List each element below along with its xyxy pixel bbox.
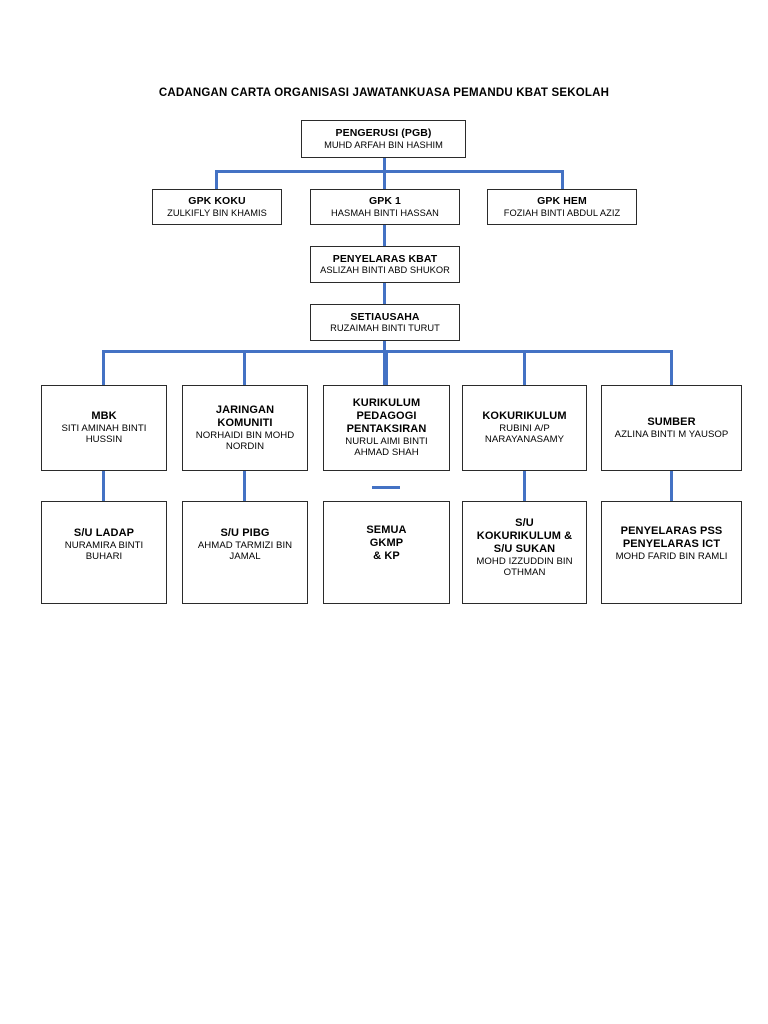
connector-penyelaras-setiausaha: [383, 282, 387, 304]
node-setiausaha-person: RUZAIMAH BINTI TURUT: [330, 323, 440, 334]
node-semua-gkmp-kp-title: SEMUA GKMP & KP: [366, 524, 407, 562]
connector-level2-bus: [215, 170, 563, 174]
page-title: CADANGAN CARTA ORGANISASI JAWATANKUASA P…: [158, 87, 610, 99]
node-gpk-1-person: HASMAH BINTI HASSAN: [331, 207, 439, 218]
node-jaringan-komuniti-person: NORHAIDI BIN MOHD NORDIN: [195, 429, 295, 452]
node-penyelaras-kbat[interactable]: PENYELARAS KBAT ASLIZAH BINTI ABD SHUKOR: [310, 246, 460, 283]
node-su-kokurikulum-su-sukan-person: MOHD IZZUDDIN BIN OTHMAN: [476, 555, 573, 579]
node-penyelaras-kbat-title: PENYELARAS KBAT: [332, 252, 438, 265]
node-mbk[interactable]: MBK SITI AMINAH BINTI HUSSIN: [41, 385, 167, 471]
node-su-kokurikulum-su-sukan[interactable]: S/U KOKURIKULUM & S/U SUKAN MOHD IZZUDDI…: [462, 501, 587, 604]
connector-mbk-suladap: [102, 470, 106, 501]
connector-kokurikulum-sukokurikulum: [523, 470, 527, 501]
connector-kurikulum-drop: [385, 350, 389, 385]
node-jaringan-komuniti[interactable]: JARINGAN KOMUNITI NORHAIDI BIN MOHD NORD…: [182, 385, 308, 471]
node-gpk-hem-title: GPK HEM: [537, 195, 587, 208]
connector-pengerusi-stem: [383, 157, 387, 191]
connector-mbk-drop: [102, 350, 106, 385]
node-kokurikulum-person: RUBINI A/P NARAYANASAMY: [484, 423, 565, 446]
node-setiausaha[interactable]: SETIAUSAHA RUZAIMAH BINTI TURUT: [310, 304, 460, 341]
connector-kurikulum-gkmp-dash: [372, 486, 400, 490]
node-setiausaha-title: SETIAUSAHA: [350, 310, 420, 323]
node-su-ladap-title: S/U LADAP: [73, 527, 135, 539]
connector-gpk-koku-drop: [215, 170, 219, 191]
node-penyelaras-kbat-person: ASLIZAH BINTI ABD SHUKOR: [320, 265, 450, 276]
node-sumber[interactable]: SUMBER AZLINA BINTI M YAUSOP: [601, 385, 742, 471]
connector-gpk1-penyelaras: [383, 224, 387, 246]
connector-setiausaha-stem: [383, 340, 387, 385]
node-mbk-title: MBK: [91, 410, 117, 423]
connector-jaringan-supibg: [243, 470, 247, 501]
connector-gpk-hem-drop: [561, 170, 565, 191]
node-gpk-koku-person: ZULKIFLY BIN KHAMIS: [167, 207, 267, 218]
node-penyelaras-pss-ict[interactable]: PENYELARAS PSS PENYELARAS ICT MOHD FARID…: [601, 501, 742, 604]
node-su-pibg-title: S/U PIBG: [220, 527, 270, 539]
connector-jaringan-drop: [243, 350, 247, 385]
node-su-kokurikulum-su-sukan-title: S/U KOKURIKULUM & S/U SUKAN: [476, 517, 573, 555]
node-su-ladap[interactable]: S/U LADAP NURAMIRA BINTI BUHARI: [41, 501, 167, 604]
node-sumber-title: SUMBER: [647, 415, 696, 428]
node-gpk-hem-person: FOZIAH BINTI ABDUL AZIZ: [503, 207, 621, 218]
node-pengerusi[interactable]: PENGERUSI (PGB) MUHD ARFAH BIN HASHIM: [301, 120, 466, 158]
node-gpk-koku[interactable]: GPK KOKU ZULKIFLY BIN KHAMIS: [152, 189, 282, 225]
connector-sumber-penyelaraspss: [670, 470, 674, 501]
node-penyelaras-pss-ict-person: MOHD FARID BIN RAMLI: [615, 550, 728, 562]
node-gpk-hem[interactable]: GPK HEM FOZIAH BINTI ABDUL AZIZ: [487, 189, 637, 225]
node-kurikulum-pedagogi-pentaksiran-person: NURUL AIMI BINTI AHMAD SHAH: [345, 436, 428, 459]
node-jaringan-komuniti-title: JARINGAN KOMUNITI: [215, 403, 275, 429]
node-pengerusi-title: PENGERUSI (PGB): [335, 127, 432, 140]
node-su-pibg-person: AHMAD TARMIZI BIN JAMAL: [197, 539, 293, 563]
node-gpk-1[interactable]: GPK 1 HASMAH BINTI HASSAN: [310, 189, 460, 225]
node-kurikulum-pedagogi-pentaksiran-title: KURIKULUM PEDAGOGI PENTAKSIRAN: [346, 397, 427, 436]
node-mbk-person: SITI AMINAH BINTI HUSSIN: [61, 423, 147, 446]
node-su-pibg[interactable]: S/U PIBG AHMAD TARMIZI BIN JAMAL: [182, 501, 308, 604]
connector-sumber-drop: [670, 350, 674, 385]
node-semua-gkmp-kp[interactable]: SEMUA GKMP & KP: [323, 501, 450, 604]
node-kokurikulum-title: KOKURIKULUM: [482, 410, 567, 423]
node-gpk-1-title: GPK 1: [368, 195, 401, 208]
node-sumber-person: AZLINA BINTI M YAUSOP: [614, 428, 729, 440]
node-kurikulum-pedagogi-pentaksiran[interactable]: KURIKULUM PEDAGOGI PENTAKSIRAN NURUL AIM…: [323, 385, 450, 471]
connector-kokurikulum-drop: [523, 350, 527, 385]
node-kokurikulum[interactable]: KOKURIKULUM RUBINI A/P NARAYANASAMY: [462, 385, 587, 471]
node-penyelaras-pss-ict-title: PENYELARAS PSS PENYELARAS ICT: [620, 525, 723, 550]
node-gpk-koku-title: GPK KOKU: [188, 195, 246, 208]
node-pengerusi-person: MUHD ARFAH BIN HASHIM: [324, 139, 443, 150]
node-su-ladap-person: NURAMIRA BINTI BUHARI: [64, 539, 144, 563]
